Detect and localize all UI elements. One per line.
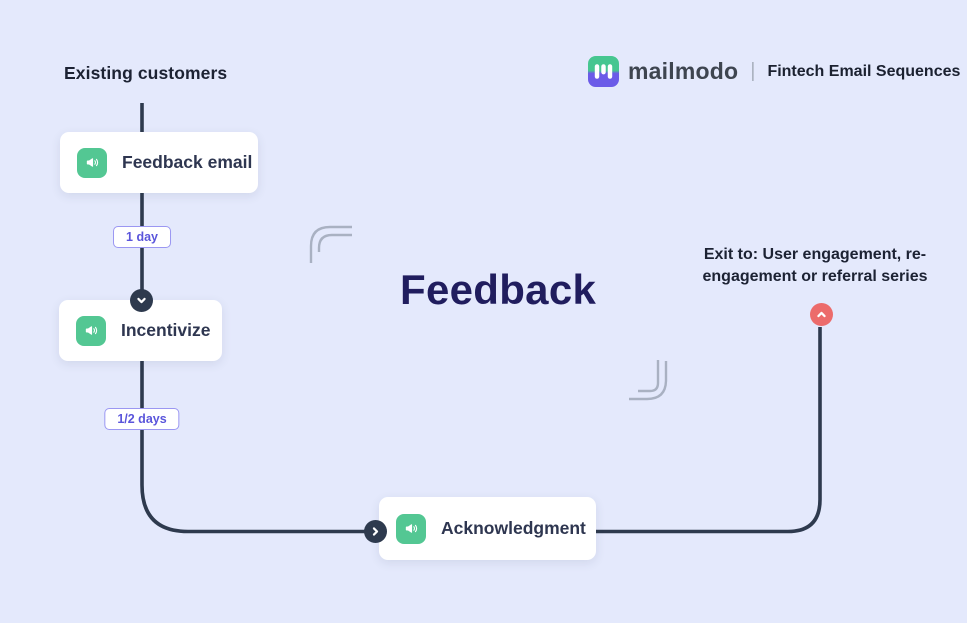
megaphone-icon — [396, 513, 426, 544]
megaphone-icon — [76, 315, 106, 346]
decorative-corner-bracket-top-left — [309, 225, 352, 263]
node-label: Feedback email — [122, 152, 253, 172]
decorative-corner-bracket-bottom-right — [629, 360, 668, 401]
flow-node-acknowledgment: Acknowledgment — [379, 497, 596, 560]
connector-path — [140, 103, 822, 534]
chevron-right-icon — [364, 520, 387, 543]
delay-badge: 1 day — [113, 226, 171, 248]
chevron-up-exit-icon — [810, 303, 833, 326]
chevron-down-icon — [130, 289, 153, 312]
brand-tagline: Fintech Email Sequences — [767, 62, 961, 80]
mailmodo-logo-icon — [588, 56, 619, 87]
megaphone-icon — [77, 147, 107, 178]
flow-node-feedback-email: Feedback email — [60, 132, 258, 193]
brand-header: mailmodo | Fintech Email Sequences — [588, 56, 960, 87]
entry-label: Existing customers — [64, 63, 228, 83]
page-title: Feedback — [400, 266, 597, 313]
exit-note-line: Exit to: User engagement, re- — [703, 246, 927, 263]
node-label: Incentivize — [121, 320, 211, 340]
exit-note-line: engagement or referral series — [702, 268, 928, 285]
node-label: Acknowledgment — [441, 518, 586, 538]
brand-name: mailmodo — [628, 58, 739, 84]
brand-divider: | — [750, 60, 756, 82]
delay-badge: 1/2 days — [104, 408, 180, 430]
exit-note: Exit to: User engagement, re- engagement… — [694, 244, 936, 288]
